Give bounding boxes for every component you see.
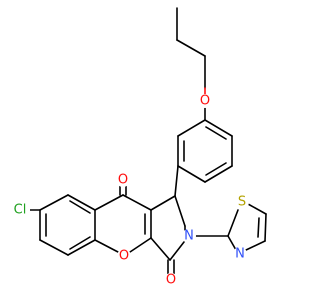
bond — [176, 39, 206, 57]
atom-label-o-ketone: O — [118, 173, 128, 188]
atom-n-thiazole: N — [233, 247, 247, 262]
atom-label-s-thiazole: S — [238, 195, 246, 210]
bond — [94, 194, 124, 211]
bond — [227, 235, 237, 251]
bond — [129, 237, 152, 253]
atom-label-cl: Cl — [14, 203, 27, 218]
bond — [150, 195, 176, 211]
bond — [39, 194, 69, 211]
atom-cl: Cl — [10, 201, 30, 219]
bond — [39, 239, 69, 256]
atom-label-n-thiazole: N — [235, 247, 245, 262]
atom-o-ketone: O — [116, 173, 130, 188]
atom-label-o-lactam: O — [166, 273, 176, 288]
bond — [205, 126, 227, 140]
bond — [174, 195, 186, 227]
atom-n-lactam: N — [182, 229, 196, 244]
bond — [174, 165, 179, 197]
bond — [264, 213, 267, 242]
atom-s-thiazole: S — [235, 195, 249, 210]
bond — [205, 162, 227, 176]
atom-label-n-lactam: N — [184, 229, 194, 244]
molecule-structure: O O O O N N S Cl — [10, 7, 267, 288]
bond — [257, 217, 260, 238]
atom-label-o-propoxy: O — [200, 94, 210, 109]
bond — [247, 203, 267, 215]
bond — [204, 165, 233, 183]
atom-o-lactam: O — [164, 273, 178, 288]
bond — [67, 239, 96, 256]
bond — [227, 209, 239, 237]
molecule-diagram: O O O O N N S Cl — [10, 7, 267, 288]
atom-o-propoxy: O — [198, 94, 212, 109]
bond — [69, 200, 91, 214]
bond — [69, 236, 91, 250]
bond — [169, 241, 185, 261]
bond — [122, 194, 152, 211]
atom-o-ring: O — [117, 249, 131, 264]
atom-label-o-ring: O — [119, 249, 129, 264]
bond — [204, 119, 233, 137]
bond — [177, 119, 206, 137]
bond — [94, 239, 119, 253]
bond — [150, 237, 171, 261]
bond — [177, 165, 206, 183]
bond — [67, 194, 96, 211]
bond — [245, 240, 266, 251]
